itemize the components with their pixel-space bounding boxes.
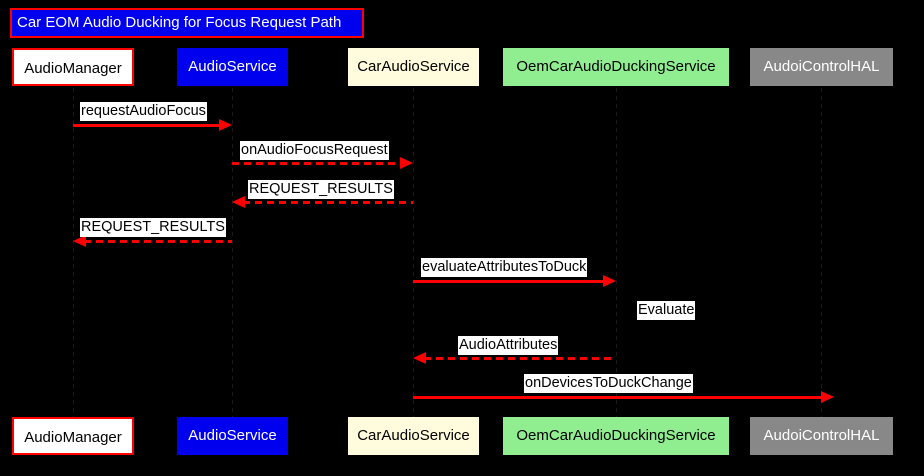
msg-evaluate-attributes-to-duck-label: evaluateAttributesToDuck bbox=[421, 258, 588, 277]
participant-oem-car-audio-ducking-service-top[interactable]: OemCarAudioDuckingService bbox=[503, 48, 729, 86]
message-line bbox=[424, 357, 616, 360]
participant-audio-manager-bottom[interactable]: AudioManager bbox=[12, 417, 134, 455]
participant-car-audio-service-bottom[interactable]: CarAudioService bbox=[348, 417, 479, 455]
note-evaluate: Evaluate bbox=[637, 301, 696, 320]
message-line bbox=[84, 240, 232, 243]
message-line bbox=[232, 162, 402, 165]
msg-on-audio-focus-request-label: onAudioFocusRequest bbox=[240, 141, 389, 160]
msg-request-audio-focus-label: requestAudioFocus bbox=[80, 102, 207, 121]
arrow-head-left bbox=[232, 196, 245, 208]
participant-label: AudoiControlHAL bbox=[763, 427, 880, 444]
arrow-head-right bbox=[400, 157, 413, 169]
participant-audio-manager-top[interactable]: AudioManager bbox=[12, 48, 134, 86]
participant-oem-car-audio-ducking-service-bottom[interactable]: OemCarAudioDuckingService bbox=[503, 417, 729, 455]
msg-request-results-1-label: REQUEST_RESULTS bbox=[248, 180, 394, 199]
arrow-head-right bbox=[603, 275, 616, 287]
lifeline-oem-car-audio-ducking-service bbox=[616, 88, 617, 417]
participant-label: AudioService bbox=[188, 58, 277, 75]
arrow-head-left bbox=[73, 235, 86, 247]
message-line bbox=[243, 201, 413, 204]
participant-car-audio-service-top[interactable]: CarAudioService bbox=[348, 48, 479, 86]
participant-label: AudoiControlHAL bbox=[763, 58, 880, 75]
participant-audoi-control-hal-top[interactable]: AudoiControlHAL bbox=[750, 48, 893, 86]
participant-label: AudioManager bbox=[24, 60, 122, 77]
msg-on-devices-to-duck-change-label: onDevicesToDuckChange bbox=[524, 374, 693, 393]
participant-label: CarAudioService bbox=[357, 58, 470, 75]
msg-audio-attributes-label: AudioAttributes bbox=[458, 336, 559, 355]
arrow-head-right bbox=[821, 391, 834, 403]
message-line bbox=[413, 280, 605, 283]
participant-label: CarAudioService bbox=[357, 427, 470, 444]
arrow-head-right bbox=[219, 119, 232, 131]
participant-label: OemCarAudioDuckingService bbox=[516, 58, 716, 75]
lifeline-audio-manager bbox=[73, 88, 74, 417]
msg-request-results-2-label: REQUEST_RESULTS bbox=[80, 218, 226, 237]
lifeline-audio-service bbox=[232, 88, 233, 417]
participant-audoi-control-hal-bottom[interactable]: AudoiControlHAL bbox=[750, 417, 893, 455]
participant-label: AudioManager bbox=[24, 429, 122, 446]
arrow-head-left bbox=[413, 352, 426, 364]
lifeline-audoi-control-hal bbox=[821, 88, 822, 417]
participant-label: AudioService bbox=[188, 427, 277, 444]
diagram-title: Car EOM Audio Ducking for Focus Request … bbox=[10, 8, 364, 38]
message-line bbox=[73, 124, 221, 127]
participant-audio-service-bottom[interactable]: AudioService bbox=[177, 417, 288, 455]
participant-label: OemCarAudioDuckingService bbox=[516, 427, 716, 444]
participant-audio-service-top[interactable]: AudioService bbox=[177, 48, 288, 86]
lifeline-car-audio-service bbox=[413, 88, 414, 417]
message-line bbox=[413, 396, 823, 399]
